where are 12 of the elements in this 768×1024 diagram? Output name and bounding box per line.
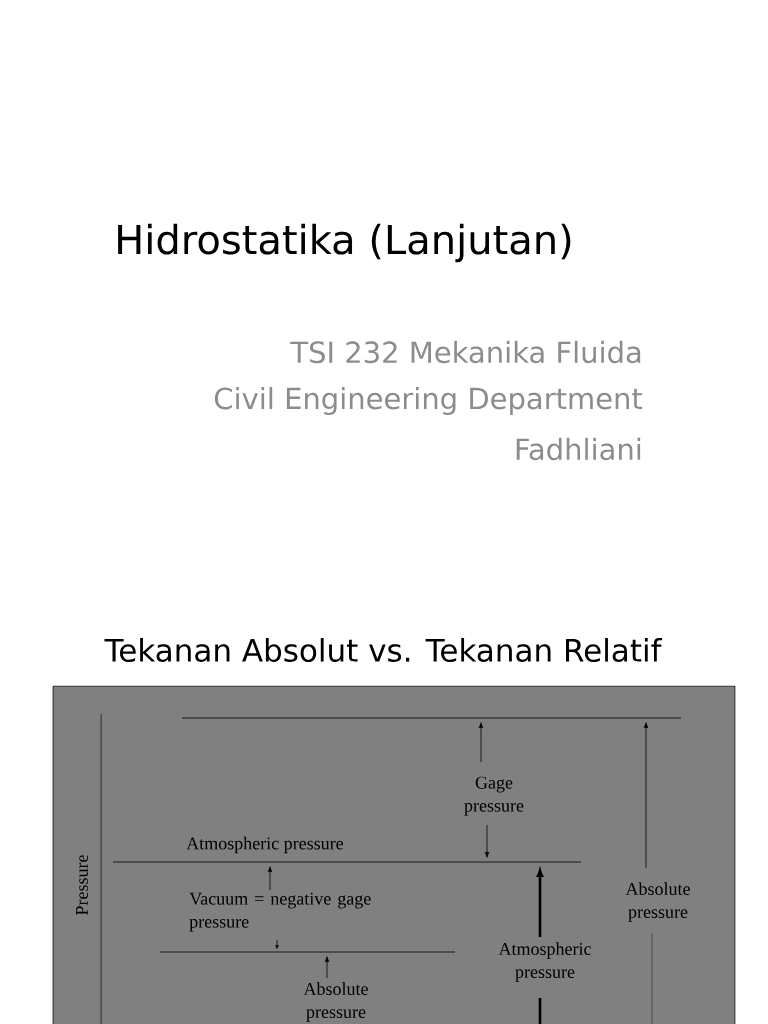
subtitle: Fadhliani xyxy=(516,437,641,461)
pressure-label: Vacuum = negative gage pressure xyxy=(189,892,371,932)
subtitle: Civil Engineering Department xyxy=(214,386,643,416)
pressure-label: Gage pressure xyxy=(464,776,524,816)
axis-label: Pressure xyxy=(76,855,88,915)
slide-heading: Tekanan Absolut vs. Tekanan Relatif xyxy=(104,638,663,662)
slide-title: Hidrostatika (Lanjutan) xyxy=(118,223,571,263)
pressure-label: Atmospheric pressure xyxy=(186,836,344,854)
subtitle: TSI 232 Mekanika Fluida xyxy=(290,340,641,364)
pressure-label: Absolute pressure xyxy=(625,882,690,922)
pressure-label: Absolute pressure xyxy=(303,982,368,1022)
pressure-label: Atmospheric pressure xyxy=(498,942,591,982)
